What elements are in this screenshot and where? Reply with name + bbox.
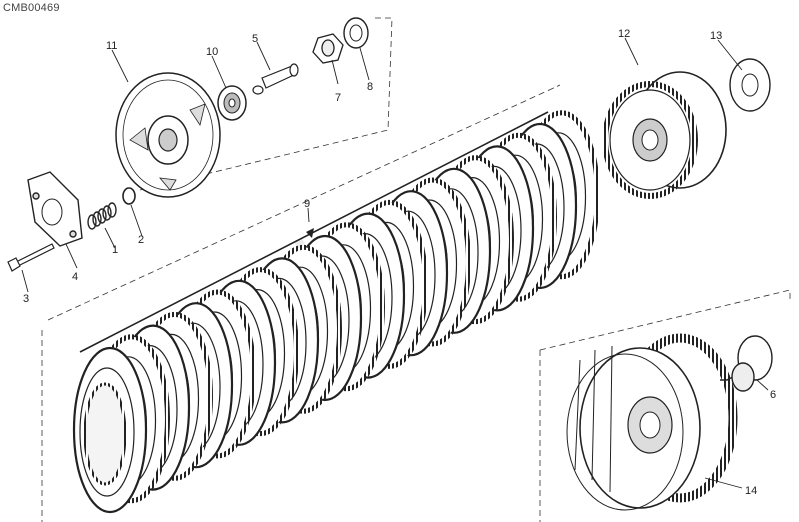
lock-washer xyxy=(343,17,369,49)
callout-2: 2 xyxy=(138,234,144,246)
callout-1: 1 xyxy=(112,244,118,256)
bolt xyxy=(7,243,55,272)
diagram-code: CMB00469 xyxy=(3,2,60,14)
callout-7: 7 xyxy=(335,92,341,104)
callout-13: 13 xyxy=(710,30,722,42)
stack-bracket xyxy=(79,111,549,353)
callout-3: 3 xyxy=(23,293,29,305)
callout-11: 11 xyxy=(106,40,117,52)
callout-5: 5 xyxy=(252,33,258,45)
thrust-washer xyxy=(729,58,771,112)
clutch-plate-stack xyxy=(72,110,600,514)
bearing xyxy=(217,85,247,121)
o-ring xyxy=(122,187,136,205)
callout-10: 10 xyxy=(206,46,218,58)
pushrod xyxy=(252,63,299,95)
clutch-plate xyxy=(72,346,148,514)
callout-12: 12 xyxy=(618,28,630,40)
clutch-housing xyxy=(566,333,738,511)
callout-9: 9 xyxy=(304,198,310,210)
spring xyxy=(87,202,117,230)
spacer-bush xyxy=(720,335,773,392)
callout-14: 14 xyxy=(745,485,757,497)
clutch-drum xyxy=(602,71,727,199)
callout-8: 8 xyxy=(367,81,373,93)
callout-6: 6 xyxy=(770,389,776,401)
leader-lines xyxy=(21,37,769,489)
callout-labels: 1 2 3 4 5 6 7 8 9 10 11 12 13 14 xyxy=(23,28,776,497)
spring-cap xyxy=(27,171,83,247)
dashed-frames xyxy=(41,17,791,522)
pressure-plate xyxy=(115,72,221,198)
nut xyxy=(312,33,344,64)
callout-4: 4 xyxy=(72,271,78,283)
